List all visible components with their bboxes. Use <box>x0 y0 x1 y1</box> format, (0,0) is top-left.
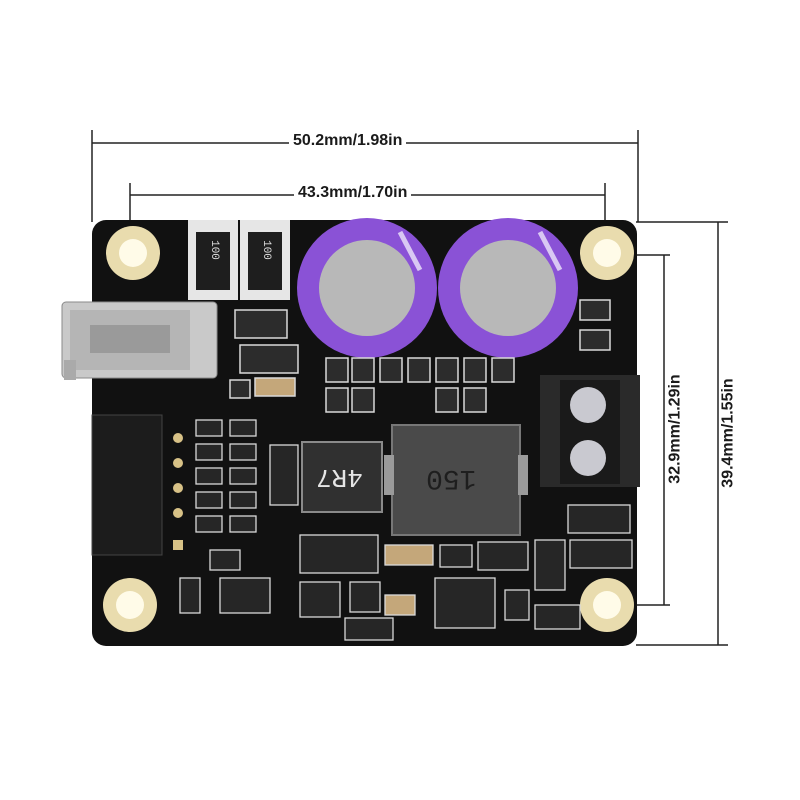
usb-connector <box>61 301 218 380</box>
inductor-large-marking: 150 <box>426 462 477 493</box>
inductor-small <box>301 441 383 513</box>
inductor-small-marking: 4R7 <box>316 462 363 492</box>
dim-total-width: 50.2mm/1.98in <box>289 132 407 150</box>
sot-marking-right: 100 <box>259 240 272 260</box>
dim-hole-spacing-height: 32.9mm/1.29in <box>666 370 685 488</box>
inductor-large <box>384 424 528 536</box>
sot-packages <box>188 220 290 300</box>
dim-total-height: 39.4mm/1.55in <box>719 374 738 492</box>
terminal-block <box>540 375 640 487</box>
smd-parts <box>229 299 611 413</box>
sot-marking-left: 100 <box>207 240 220 260</box>
dim-hole-spacing-width: 43.3mm/1.70in <box>294 184 412 202</box>
mounting-holes <box>103 226 634 632</box>
lower-components <box>179 504 633 641</box>
resistor-array <box>195 419 299 533</box>
capacitors <box>297 218 578 358</box>
side-connector <box>91 414 183 556</box>
